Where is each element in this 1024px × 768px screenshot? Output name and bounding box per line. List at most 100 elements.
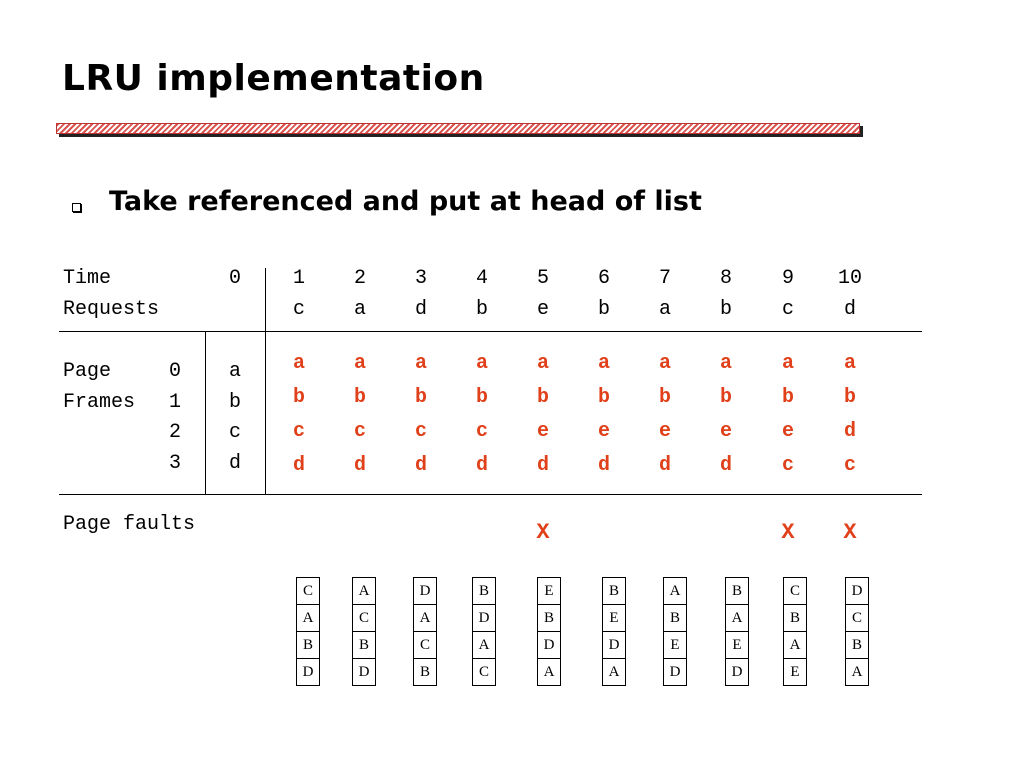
frame-cell: c	[781, 454, 794, 477]
time-cell: 1	[292, 267, 305, 290]
request-cell: b	[719, 298, 732, 321]
initial-frame-2: c	[229, 421, 242, 444]
frame-cell: c	[475, 420, 488, 443]
page-fault-cell: X	[843, 520, 857, 545]
lru-stack-cell: B	[664, 605, 686, 632]
lru-stack-cell: D	[414, 578, 436, 605]
frame-cell: b	[719, 386, 732, 409]
frame-cell: b	[781, 386, 794, 409]
lru-stack-cell: D	[731, 664, 743, 680]
time-cell: 5	[536, 267, 549, 290]
frame-cell: c	[843, 454, 856, 477]
frame-cell: d	[843, 420, 856, 443]
page-label: Page	[63, 360, 112, 383]
lru-stack-cell: E	[664, 632, 686, 659]
frame-cell: d	[292, 454, 305, 477]
frame-number-1: 1	[169, 391, 182, 414]
lru-stack-cell: A	[608, 664, 620, 680]
frame-cell: a	[597, 352, 610, 375]
frame-cell: e	[536, 420, 549, 443]
frames-divider	[59, 494, 922, 495]
lru-stack-cell: A	[784, 632, 806, 659]
lru-stack-cell: B	[846, 632, 868, 659]
frame-cell: d	[719, 454, 732, 477]
frame-cell: a	[719, 352, 732, 375]
lru-stack-cell: A	[851, 664, 863, 680]
frame-cell: d	[475, 454, 488, 477]
label-column-divider	[205, 331, 206, 494]
frame-cell: a	[353, 352, 366, 375]
time-cell: 2	[353, 267, 366, 290]
lru-stack-cell: B	[538, 605, 560, 632]
request-cell: c	[292, 298, 305, 321]
lru-stack-cell: E	[538, 578, 560, 605]
frame-cell: c	[292, 420, 305, 443]
frame-cell: a	[658, 352, 671, 375]
frame-cell: a	[475, 352, 488, 375]
lru-stack-cell: E	[603, 605, 625, 632]
time-cell: 10	[837, 267, 862, 290]
bullet-text: Take referenced and put at head of list	[109, 186, 702, 217]
initial-frame-0: a	[229, 360, 242, 383]
frame-cell: d	[658, 454, 671, 477]
lru-stack-cell: A	[726, 605, 748, 632]
page-title: LRU implementation	[62, 58, 485, 99]
lru-stack-cell: A	[664, 578, 686, 605]
request-cell: d	[414, 298, 427, 321]
request-cell: b	[475, 298, 488, 321]
lru-stack-cell: B	[784, 605, 806, 632]
frame-cell: e	[597, 420, 610, 443]
request-cell: e	[536, 298, 549, 321]
lru-stack-cell: C	[297, 578, 319, 605]
frame-cell: e	[781, 420, 794, 443]
frame-cell: b	[536, 386, 549, 409]
frame-cell: c	[414, 420, 427, 443]
initial-frame-3: d	[229, 452, 242, 475]
lru-stack-cell: B	[297, 632, 319, 659]
time-cell: 3	[414, 267, 427, 290]
lru-stack-cell: B	[473, 578, 495, 605]
frame-cell: a	[843, 352, 856, 375]
lru-stack-cell: C	[784, 578, 806, 605]
lru-stack-cell: A	[543, 664, 555, 680]
lru-stack-cell: D	[846, 578, 868, 605]
frame-cell: c	[353, 420, 366, 443]
lru-stack-cell: C	[353, 605, 375, 632]
lru-stack-cell: B	[419, 664, 430, 680]
request-cell: a	[353, 298, 366, 321]
time-zero-divider	[265, 268, 266, 494]
frame-cell: b	[843, 386, 856, 409]
initial-frame-1: b	[229, 391, 242, 414]
time-cell: 8	[719, 267, 732, 290]
page-fault-cell: X	[781, 520, 795, 545]
title-divider	[56, 123, 860, 134]
frame-cell: b	[292, 386, 305, 409]
frame-cell: b	[414, 386, 427, 409]
lru-stack-cell: D	[358, 664, 370, 680]
frame-cell: a	[414, 352, 427, 375]
frame-cell: a	[292, 352, 305, 375]
requests-label: Requests	[63, 298, 160, 321]
lru-stack-cell: D	[302, 664, 314, 680]
time-cell: 4	[475, 267, 488, 290]
frame-cell: b	[353, 386, 366, 409]
bullet-square-icon	[72, 203, 81, 212]
time-cell: 9	[781, 267, 794, 290]
lru-stack-cell: C	[846, 605, 868, 632]
lru-stack-cell: C	[478, 664, 489, 680]
page-faults-label: Page faults	[63, 513, 196, 536]
frames-label: Frames	[63, 391, 136, 414]
frame-number-3: 3	[169, 452, 182, 475]
lru-stack-cell: D	[603, 632, 625, 659]
request-cell: b	[597, 298, 610, 321]
frame-cell: a	[781, 352, 794, 375]
